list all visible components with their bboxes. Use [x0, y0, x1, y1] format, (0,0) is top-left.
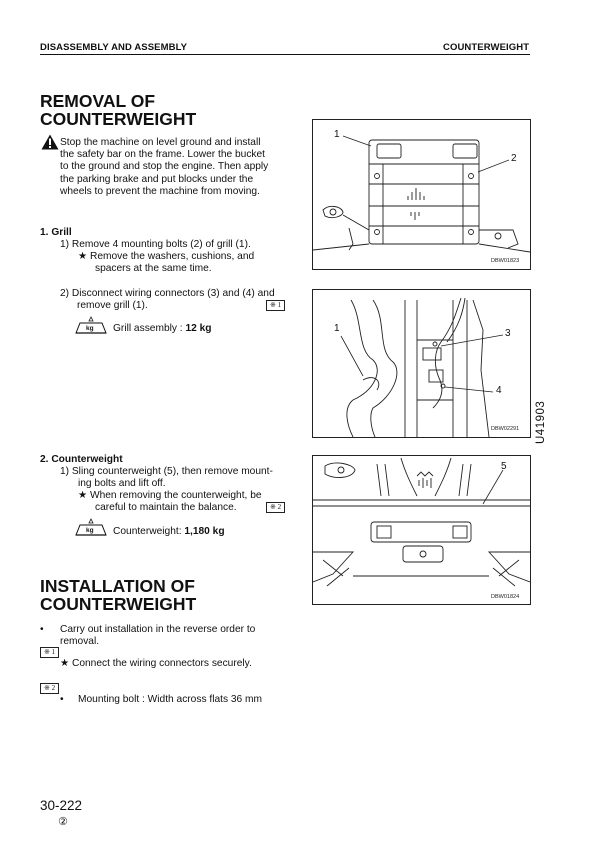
warning-line: the safety bar on the frame. Lower the b… — [60, 149, 265, 161]
warning-text: Stop the machine on level ground and ins… — [60, 137, 268, 198]
fig2-callout-1: 1 — [334, 323, 340, 334]
step2-star1-line2: careful to maintain the balance. — [95, 502, 237, 513]
step2-title: 2. Counterweight — [40, 454, 123, 465]
installation-title-line1: INSTALLATION OF — [40, 576, 195, 596]
step1-star1-line1: ★ Remove the washers, cushions, and — [78, 251, 255, 262]
step2-star1-line1: ★ When removing the counterweight, be — [78, 490, 262, 501]
counterweight-weight-value: 1,180 kg — [184, 526, 225, 537]
warning-line: Stop the machine on level ground and ins… — [60, 137, 261, 148]
step1-title: 1. Grill — [40, 227, 72, 238]
warning-line: the parking brake and put blocks under t… — [60, 173, 254, 185]
fig1-callout-1: 1 — [334, 129, 340, 140]
side-document-code: U41903 — [535, 400, 547, 444]
fig3-callout-5: 5 — [501, 461, 507, 472]
install-ref2-note: Mounting bolt : Width across flats 36 mm — [78, 694, 263, 705]
counterweight-weight-label: Counterweight: — [113, 526, 185, 537]
header-rule — [40, 54, 530, 55]
weight-kg-icon — [75, 518, 107, 536]
warning-line: wheels to prevent the machine from movin… — [60, 185, 260, 197]
fig3-code: DBW01824 — [491, 594, 520, 600]
footer-revision-mark: ② — [58, 815, 68, 828]
figure-wiring-connectors-drawing — [340, 297, 504, 438]
ref-mark-1: ※ 1 — [266, 300, 286, 311]
fig2-callout-4: 4 — [496, 385, 502, 396]
install-bullet-line2: removal. — [60, 636, 100, 647]
step1-star1-line2: spacers at the same time. — [95, 263, 212, 274]
figure-wiring-connectors — [312, 289, 531, 438]
grill-weight-value: 12 kg — [185, 323, 212, 334]
install-ref-mark-2: ※ 2 — [40, 683, 60, 694]
fig1-code: DBW01823 — [491, 258, 520, 264]
install-ref2-bullet: • — [60, 694, 64, 705]
install-bullet-dot: • — [40, 624, 44, 635]
step1-sub2-line1: 2) Disconnect wiring connectors (3) and … — [60, 288, 275, 299]
figure-counterweight — [312, 455, 531, 605]
removal-title-line2: COUNTERWEIGHT — [40, 109, 197, 129]
warning-icon — [41, 134, 59, 150]
install-ref-mark-1: ※ 1 — [40, 647, 60, 658]
header-section-title: DISASSEMBLY AND ASSEMBLY — [40, 42, 188, 53]
step1-sub2-line2: remove grill (1). — [77, 300, 148, 311]
ref-mark-2: ※ 2 — [266, 502, 286, 513]
step2-sub1-line2: ing bolts and lift off. — [78, 478, 166, 489]
install-ref1-note: ★ Connect the wiring connectors securely… — [60, 658, 252, 669]
fig2-code: DBW02291 — [491, 426, 520, 432]
header-topic-title: COUNTERWEIGHT — [443, 42, 530, 53]
fig2-callout-3: 3 — [505, 328, 511, 339]
counterweight-weight: Counterweight: 1,180 kg — [113, 526, 225, 538]
step1-sub1: 1) Remove 4 mounting bolts (2) of grill … — [60, 239, 251, 250]
weight-kg-icon — [75, 316, 107, 334]
step2-sub1-line1: 1) Sling counterweight (5), then remove … — [60, 466, 273, 477]
warning-line: to the ground and stop the engine. Then … — [60, 161, 269, 173]
figure-grill-front — [312, 119, 531, 270]
install-bullet-line1: Carry out installation in the reverse or… — [60, 624, 256, 635]
weight-kg-icon-label: kg — [86, 527, 94, 534]
grill-weight-label: Grill assembly : — [113, 323, 186, 334]
figure-grill-front-drawing — [312, 135, 531, 253]
footer-page-number: 30-222 — [40, 798, 83, 813]
installation-title-line2: COUNTERWEIGHT — [40, 594, 197, 614]
figure-counterweight-drawing — [312, 457, 531, 587]
grill-weight: Grill assembly : 12 kg — [113, 323, 212, 335]
removal-title-line1: REMOVAL OF — [40, 91, 156, 111]
fig1-callout-2: 2 — [511, 153, 517, 164]
weight-kg-icon-label: kg — [86, 325, 94, 332]
